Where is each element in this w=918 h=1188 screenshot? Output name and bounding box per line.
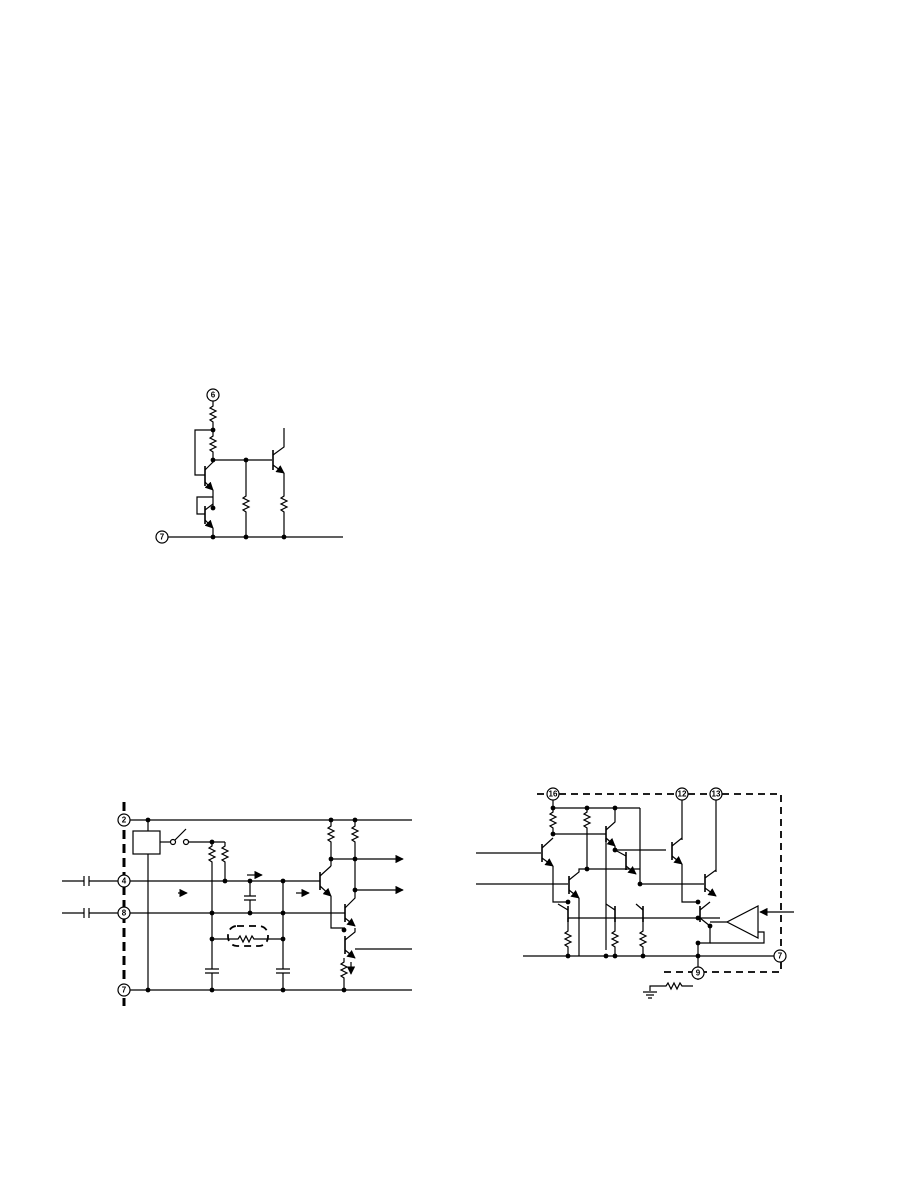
figure3-transistor-q6 xyxy=(704,869,717,897)
figure2-pin-7-label: 7 xyxy=(122,986,127,995)
figure3-pin-12: 12 xyxy=(675,787,689,801)
figure2-transistor-bottom xyxy=(344,928,356,959)
ground-icon xyxy=(643,991,657,999)
figure2-pin-8-label: 8 xyxy=(122,909,127,918)
figure2-switch xyxy=(174,828,187,841)
figure2-pin-8: 8 xyxy=(117,906,131,920)
figure-2-input-stage: 2 4 8 7 xyxy=(62,802,412,1006)
figure3-transistor-q3 xyxy=(605,808,616,847)
figure2-pin-4: 4 xyxy=(117,874,131,888)
figure3-pin-16: 16 xyxy=(546,787,560,801)
figure3-chip-boundary xyxy=(537,793,782,973)
figure1-pin-7-label: 7 xyxy=(160,533,165,542)
figure2-transistor-right xyxy=(344,890,356,927)
figure2-cap-right xyxy=(276,881,290,990)
figure1-resistor-right xyxy=(279,473,289,537)
figure2-pin-7: 7 xyxy=(117,983,131,997)
figure3-pin-9: 9 xyxy=(691,966,705,980)
figure2-input-cap-top xyxy=(62,876,118,886)
figure2-input-cap-bottom xyxy=(62,908,118,918)
figure2-resistor-b xyxy=(220,842,230,881)
figure1-pin-7: 7 xyxy=(155,530,169,544)
figure1-transistor-q3 xyxy=(272,428,285,474)
figure2-cap-left xyxy=(205,913,219,990)
figure3-transistor-q2 xyxy=(568,868,640,899)
figure3-transistor-q4 xyxy=(614,849,637,875)
figure2-pin-2-label: 2 xyxy=(122,816,127,825)
figure1-resistor-middle xyxy=(241,460,251,537)
figure1-pin-6: 6 xyxy=(206,388,220,402)
figure1-pin-6-label: 6 xyxy=(211,391,216,400)
figure3-transistor-q7 xyxy=(557,903,569,928)
figure3-pin-13-label: 13 xyxy=(712,790,721,799)
figure3-transistor-q9 xyxy=(635,903,644,928)
figure1-resistor-top xyxy=(208,401,218,430)
figure3-pin-12-label: 12 xyxy=(678,790,687,799)
figure2-resistor-a xyxy=(207,842,217,913)
figure1-resistor-second xyxy=(208,430,218,460)
figure-1-bias-circuit: 6 xyxy=(155,388,343,544)
figure2-pin-2: 2 xyxy=(117,813,131,827)
figure3-amplifier xyxy=(725,905,759,939)
figure3-transistor-q5 xyxy=(671,837,683,865)
figure1-transistor-q1 xyxy=(204,460,214,491)
figure3-transistor-q8 xyxy=(605,903,616,928)
figure2-transistor-left xyxy=(319,865,332,897)
figure3-transistor-q1 xyxy=(541,837,554,867)
figure2-dashed-resistor-group xyxy=(227,925,269,947)
figure-3-output-stage: 16 12 13 7 9 xyxy=(476,787,794,999)
figure1-transistor-q2 xyxy=(204,503,214,529)
figure3-pin-9-label: 9 xyxy=(696,969,701,978)
figure3-pin-7-label: 7 xyxy=(778,952,783,961)
figure3-transistor-q10 xyxy=(699,901,711,927)
figure3-pin-7: 7 xyxy=(773,949,787,963)
figure2-pin-4-label: 4 xyxy=(122,877,127,886)
figure3-ground-resistor xyxy=(649,981,693,991)
figure3-pin-16-label: 16 xyxy=(549,790,558,799)
figure2-regulator-box xyxy=(132,830,161,855)
figure3-pin-13: 13 xyxy=(709,787,723,801)
